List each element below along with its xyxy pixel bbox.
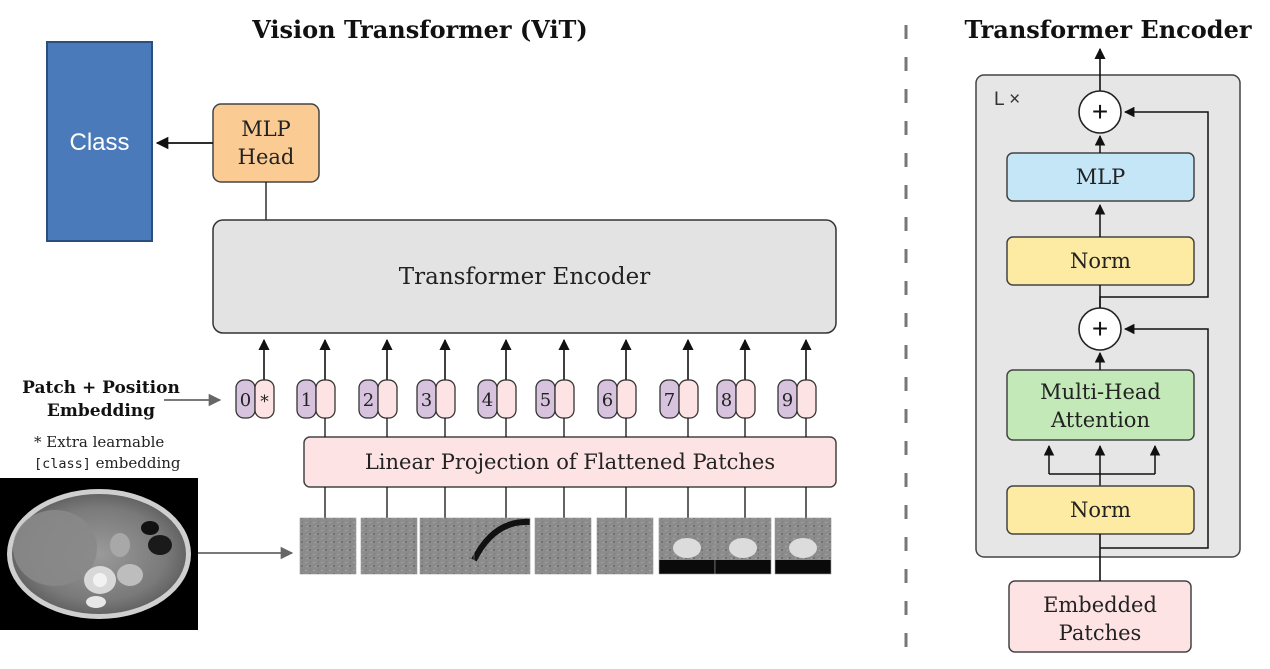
- position-index: 8: [721, 390, 732, 411]
- patch-embedding: [496, 379, 517, 419]
- residual-add-top-symbol: +: [1092, 96, 1108, 127]
- patch-embedding: [435, 379, 456, 419]
- ct-patch-thumbnail: [714, 517, 772, 575]
- ct-patch-thumbnail: [658, 517, 716, 575]
- mlp-head-line1: MLP: [241, 117, 291, 141]
- ct-patch-thumbnail: [360, 517, 418, 575]
- ct-patch-thumbnail: [419, 517, 477, 575]
- patch-embedding: [735, 379, 756, 419]
- position-index: 1: [301, 390, 312, 411]
- extra-note-line2: [class] embedding: [34, 454, 181, 472]
- transformer-encoder-box: [212, 219, 837, 334]
- position-index: 7: [664, 390, 675, 411]
- class-output-box: [46, 41, 153, 242]
- position-index: 3: [421, 390, 432, 411]
- patch-embedding: [616, 379, 637, 419]
- attention-line1: Multi-Head: [1040, 380, 1161, 404]
- extra-note-line1: * Extra learnable: [34, 433, 164, 451]
- position-index: 4: [482, 390, 493, 411]
- encoder-mlp-label: MLP: [1076, 165, 1126, 189]
- patch-embedding: [554, 379, 575, 419]
- position-index: 5: [540, 390, 551, 411]
- residual-add-top: [1078, 90, 1122, 134]
- embedded-patches-line2: Patches: [1059, 621, 1142, 645]
- patch-embedding: [796, 379, 817, 419]
- patch-embedding: [377, 379, 398, 419]
- encoder-detail-title: Transformer Encoder: [965, 15, 1252, 44]
- linear-projection-label: Linear Projection of Flattened Patches: [365, 450, 775, 474]
- residual-add-bottom-symbol: +: [1092, 313, 1108, 344]
- patch-embedding: [678, 379, 699, 419]
- patch-embedding: [315, 379, 336, 419]
- ct-patch-thumbnail: [299, 517, 357, 575]
- vit-title: Vision Transformer (ViT): [251, 15, 588, 44]
- ct-scan-icon: [0, 478, 198, 630]
- ct-patch-thumbnail: [774, 517, 832, 575]
- embedded-patches-line1: Embedded: [1043, 593, 1157, 617]
- linear-projection-box: [303, 436, 837, 488]
- transformer-encoder-label: Transformer Encoder: [399, 264, 650, 290]
- position-index: 0: [240, 390, 251, 411]
- repeat-label: L ×: [994, 89, 1020, 110]
- mlp-head-box: [212, 103, 320, 183]
- image-patches: [299, 517, 832, 575]
- embedding-tokens: 0 * 1 2 3 4 5 6 7 8 9: [235, 338, 817, 419]
- encoder-norm-top-label: Norm: [1070, 249, 1131, 273]
- class-label: Class: [69, 129, 129, 156]
- embedding-label-line2: Embedding: [47, 401, 155, 421]
- ct-patch-thumbnail: [534, 517, 592, 575]
- patch-projection-lines: [324, 418, 807, 518]
- ct-patch-thumbnail: [596, 517, 654, 575]
- position-index: 9: [782, 390, 793, 411]
- patch-embedding: [254, 379, 275, 419]
- attention-line2: Attention: [1050, 408, 1150, 432]
- position-index: 6: [602, 390, 613, 411]
- ct-patch-thumbnail: [471, 517, 531, 575]
- residual-connections: [1099, 106, 1209, 549]
- mlp-head-line2: Head: [238, 145, 295, 169]
- extra-note-class-token: [class]: [34, 456, 91, 472]
- embedding-label-line1: Patch + Position: [22, 378, 180, 398]
- encoder-norm-bottom-label: Norm: [1070, 498, 1131, 522]
- qkv-split-arrows: [1043, 444, 1161, 486]
- class-token-star: *: [260, 392, 269, 412]
- position-index: 2: [363, 390, 374, 411]
- extra-note-embedding: embedding: [91, 454, 181, 472]
